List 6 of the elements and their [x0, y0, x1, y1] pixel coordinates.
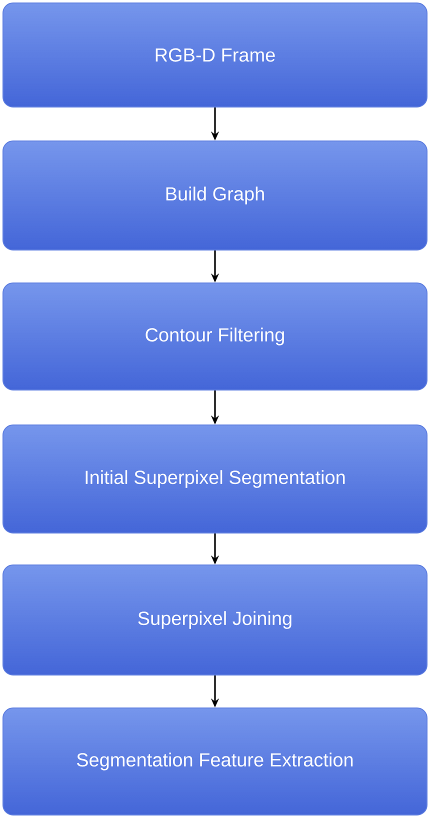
process-box: Segmentation Feature Extraction — [2, 708, 428, 816]
process-box: Initial Superpixel Segmentation — [2, 424, 428, 534]
process-box: Build Graph — [2, 140, 428, 250]
process-box: Superpixel Joining — [2, 564, 428, 676]
process-box: RGB-D Frame — [2, 2, 428, 108]
process-box: Contour Filtering — [2, 282, 428, 390]
